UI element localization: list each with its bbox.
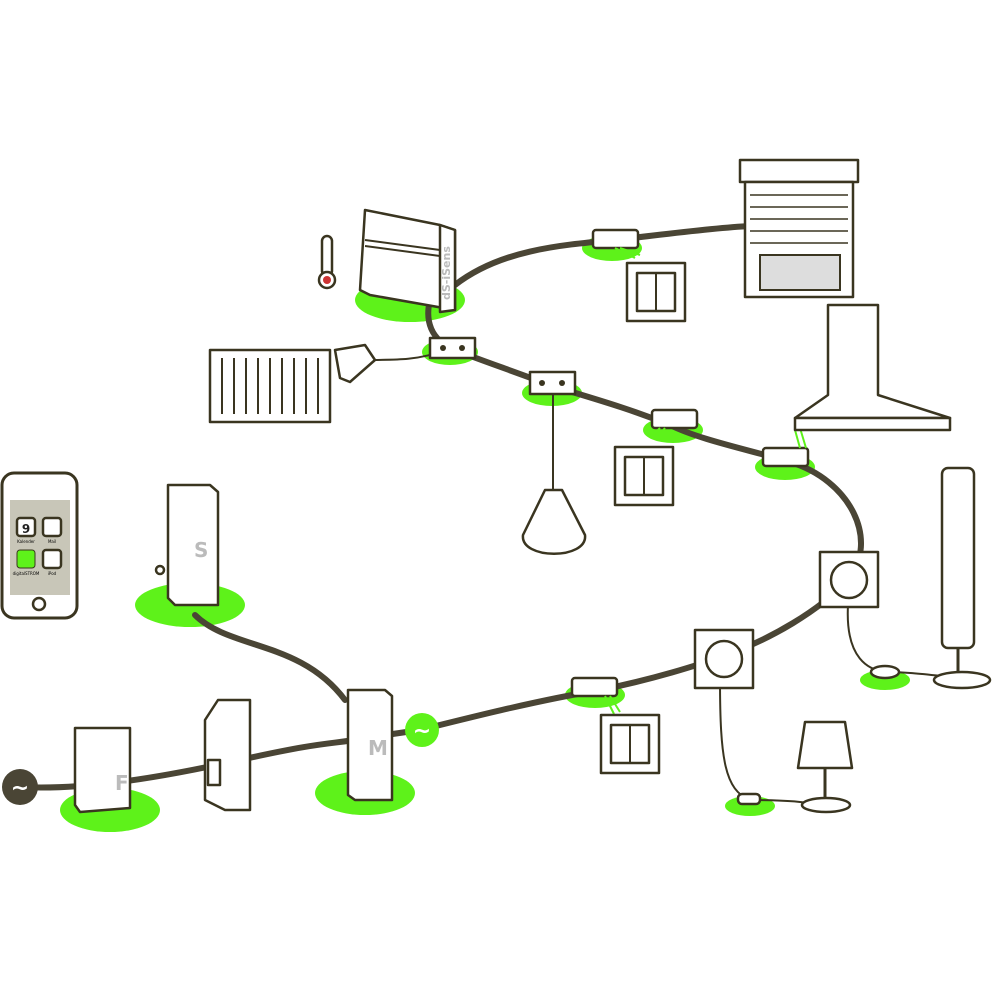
roller-blind-icon — [738, 158, 860, 299]
svg-text:9: 9 — [22, 522, 30, 536]
module-m-label: M — [368, 736, 388, 760]
pendant-lamp-icon — [521, 488, 587, 555]
svg-text:~: ~ — [413, 719, 431, 744]
wall-switch — [599, 713, 661, 775]
module-f-label: F — [115, 771, 129, 795]
wall-socket — [818, 550, 880, 609]
svg-text:Kalender: Kalender — [17, 539, 35, 544]
dimmer-module — [570, 676, 621, 715]
terminal-block — [428, 336, 477, 360]
dimmer-module — [591, 228, 641, 259]
table-lamp-icon — [736, 720, 854, 814]
svg-text:~: ~ — [11, 776, 29, 801]
sensor-label: dS-iSens — [440, 246, 453, 300]
wall-socket — [693, 628, 755, 690]
circuit-breaker — [203, 698, 252, 812]
module-f: F — [73, 726, 132, 814]
cooker-hood-icon — [793, 303, 952, 432]
ds-isens-sensor: dS-iSens — [358, 208, 457, 314]
floor-lamp-icon — [869, 466, 992, 690]
module-s-label: S — [194, 538, 208, 562]
radiator-icon — [208, 343, 377, 424]
module-s: S — [154, 483, 220, 607]
svg-text:Mail: Mail — [48, 539, 56, 544]
dimmer-module — [761, 427, 810, 468]
thermometer-icon — [317, 234, 337, 290]
wall-switch — [613, 445, 675, 507]
terminal-block — [528, 370, 577, 396]
digitalstrom-signal-icon: ~ — [405, 713, 439, 747]
dimmer-module — [649, 408, 699, 441]
svg-text:iPod: iPod — [48, 571, 57, 576]
power-source-icon: ~ — [2, 769, 38, 805]
wall-switch — [625, 261, 687, 323]
module-m: M — [346, 688, 394, 802]
svg-text:digitalSTROM: digitalSTROM — [13, 571, 40, 576]
smartphone: 9 Kalender Mail digitalSTROM iPod — [0, 471, 79, 620]
